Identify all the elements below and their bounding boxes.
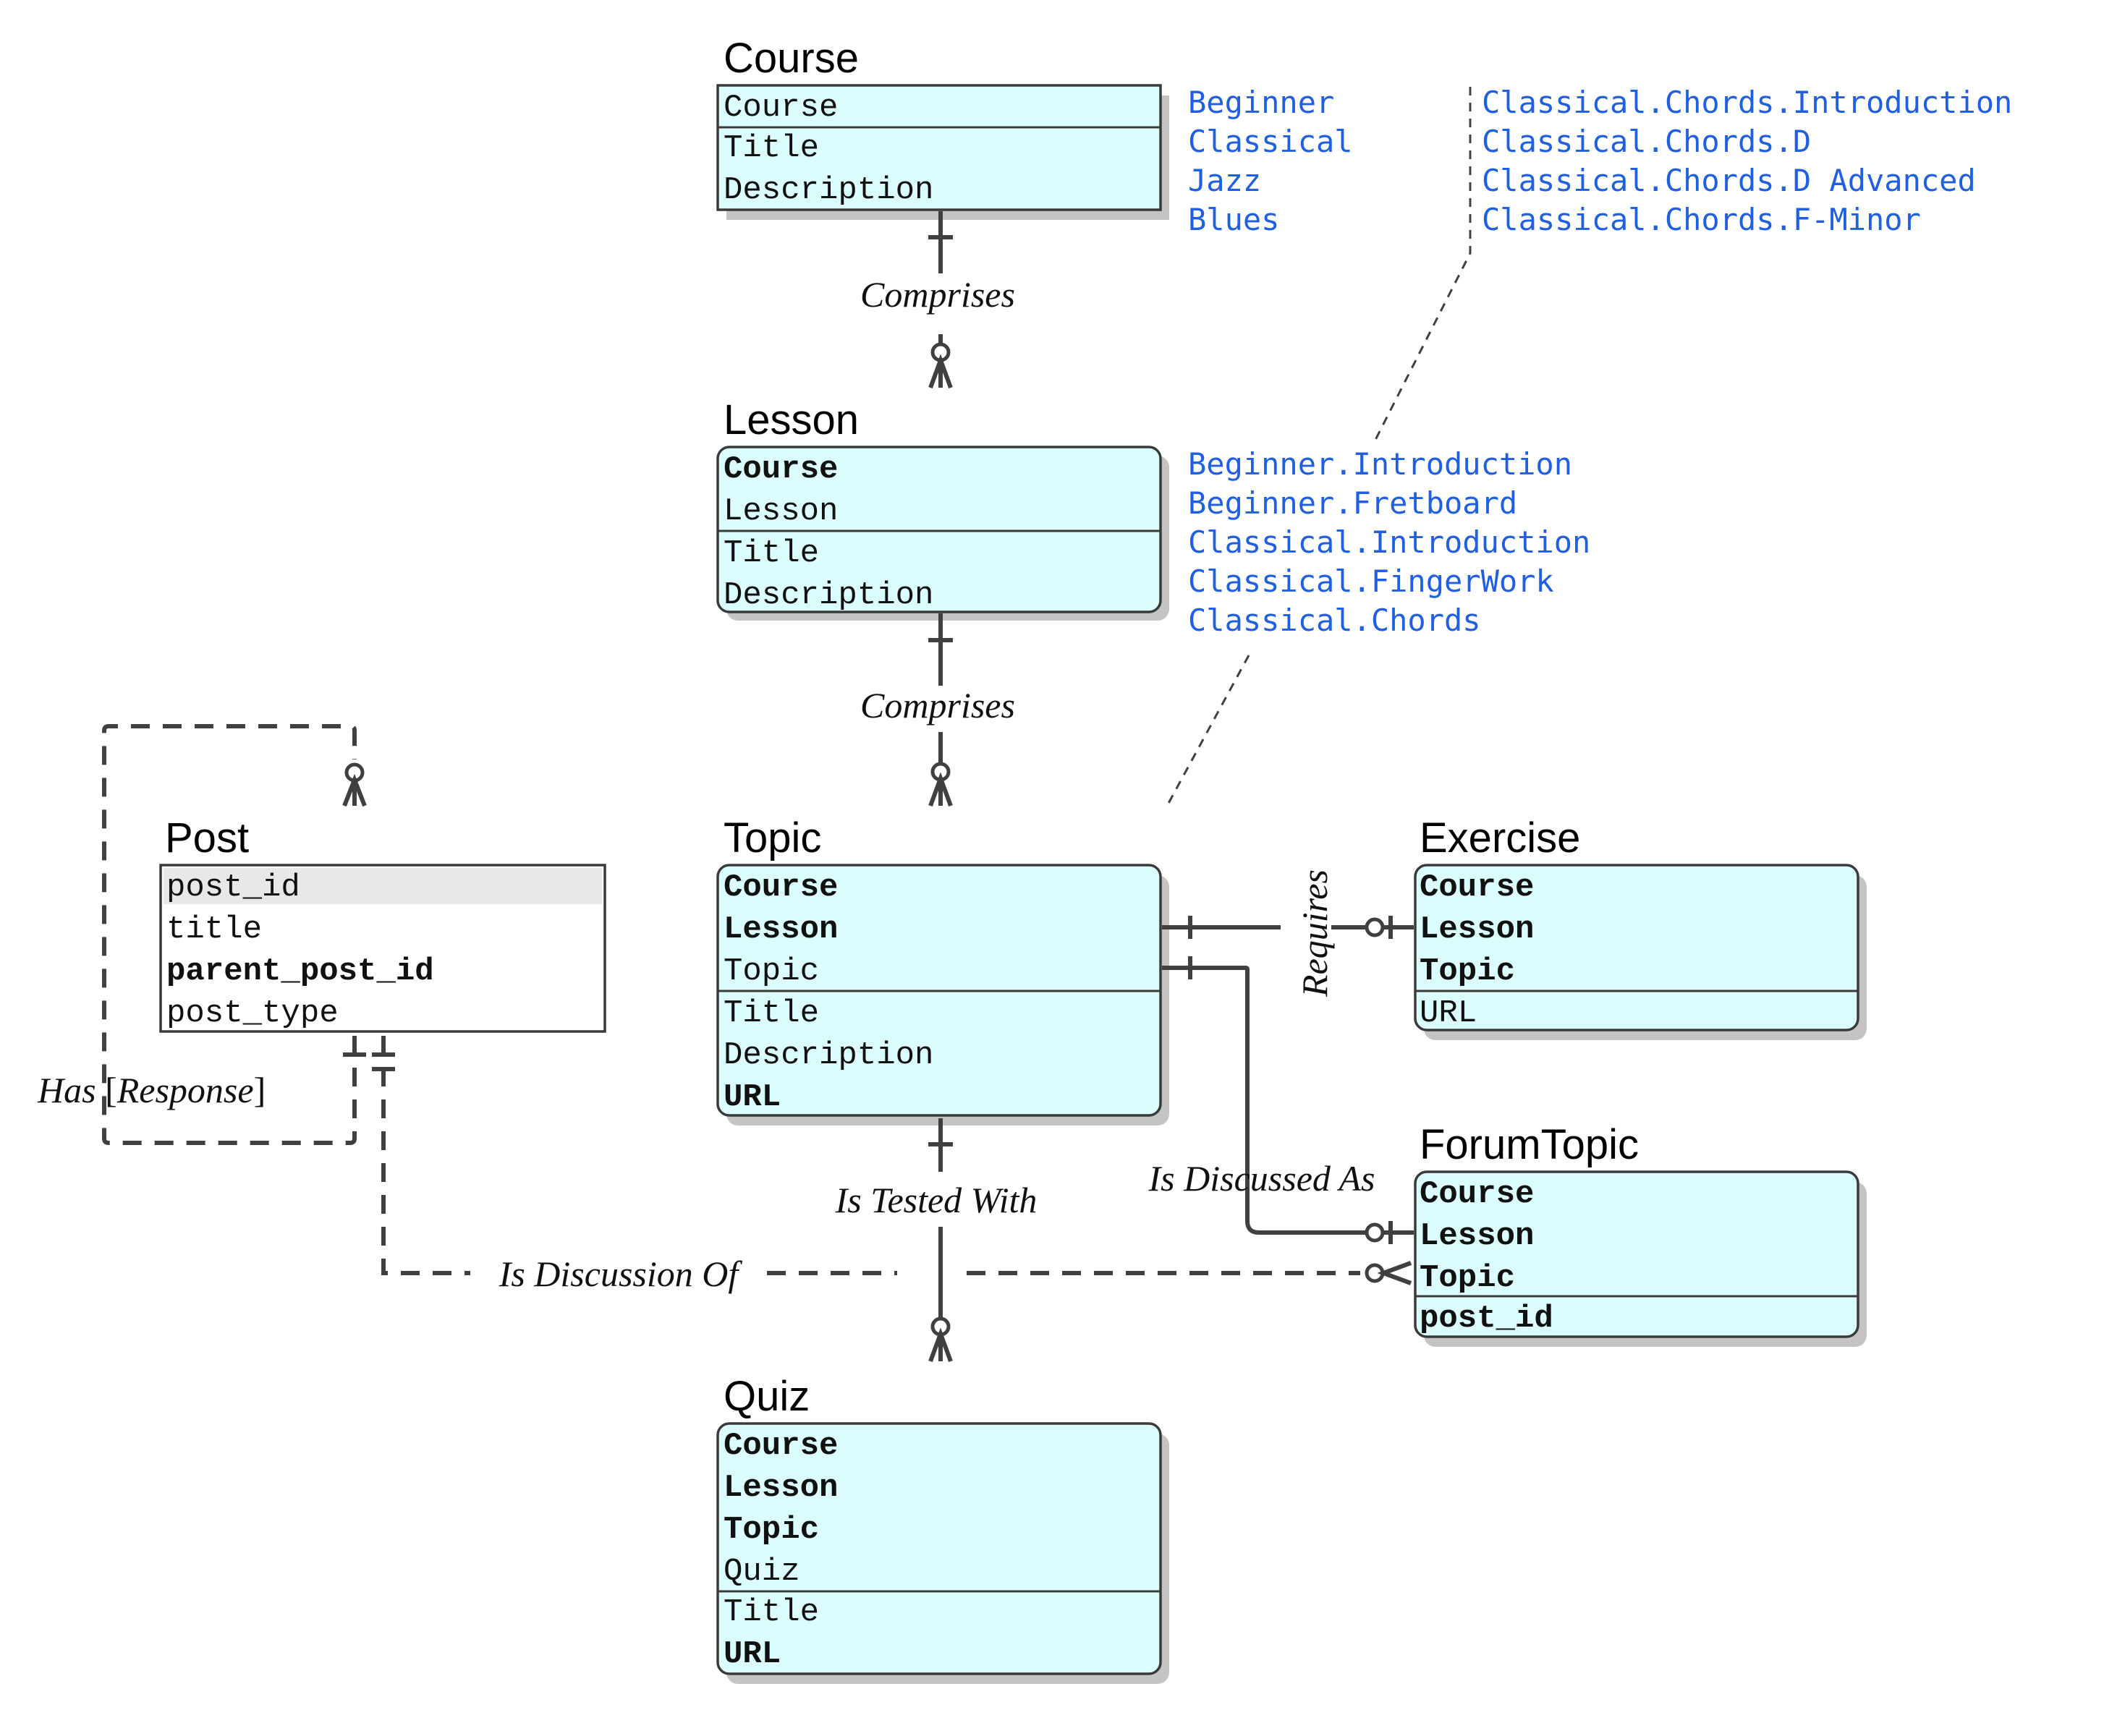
entity-title: Course <box>724 35 859 82</box>
note-lesson-examples: Beginner.Introduction Beginner.Fretboard… <box>1188 446 1590 638</box>
key-attribute: Course <box>724 1428 838 1464</box>
svg-text:Beginner: Beginner <box>1188 85 1334 120</box>
attribute: URL <box>724 1636 781 1672</box>
key-attribute: Course <box>1420 1176 1534 1212</box>
entity-title: Topic <box>724 814 821 861</box>
svg-text:Classical.Chords.Introduction: Classical.Chords.Introduction <box>1482 85 2012 120</box>
attribute: Title <box>724 1594 819 1630</box>
key-attribute: Lesson <box>1420 911 1534 948</box>
rel-label-course-lesson: Comprises <box>860 274 1015 315</box>
entity-title: Post <box>165 814 249 861</box>
rel-label-topic-forumtopic: Is Discussed As <box>1148 1158 1375 1199</box>
svg-text:Classical: Classical <box>1188 124 1353 159</box>
rel-label-post-self: Has [Response] <box>37 1070 266 1110</box>
key-attribute: Topic <box>724 953 819 990</box>
svg-text:Classical.Chords.D Advanced: Classical.Chords.D Advanced <box>1482 163 1976 198</box>
note-topic-examples: Classical.Chords.Introduction Classical.… <box>1482 85 2012 237</box>
rel-label-post-forumtopic: Is Discussion Of <box>499 1254 743 1294</box>
svg-text:Classical.Chords.D: Classical.Chords.D <box>1482 124 1811 159</box>
entity-post[interactable]: Post post_id title parent_post_id post_t… <box>159 814 606 1033</box>
svg-text:Classical.Chords.F-Minor: Classical.Chords.F-Minor <box>1482 202 1921 237</box>
key-attribute: Lesson <box>1420 1218 1534 1254</box>
entity-title: Quiz <box>724 1373 810 1420</box>
svg-text:Classical.Introduction: Classical.Introduction <box>1188 524 1590 560</box>
key-attribute: Lesson <box>724 911 838 948</box>
post-self-line <box>102 724 357 1145</box>
entity-exercise[interactable]: Exercise Course Lesson Topic URL <box>1414 814 1859 1031</box>
attribute: URL <box>1420 995 1477 1031</box>
topic-forumtopic-line <box>1162 966 1414 1235</box>
attribute: Title <box>724 995 819 1031</box>
attribute: post_id <box>1420 1301 1553 1337</box>
entity-title: ForumTopic <box>1420 1121 1639 1168</box>
attribute: Title <box>724 535 819 571</box>
key-attribute: Topic <box>1420 953 1515 990</box>
entity-title: Exercise <box>1420 814 1580 861</box>
rel-label-topic-quiz: Is Tested With <box>835 1180 1038 1220</box>
key-attribute: Course <box>724 451 838 488</box>
entity-title: Lesson <box>724 396 859 443</box>
key-attribute: Topic <box>1420 1260 1515 1296</box>
entity-quiz[interactable]: Quiz Course Lesson Topic Quiz Title URL <box>716 1373 1162 1675</box>
key-attribute: post_id <box>166 869 300 906</box>
entity-forumtopic[interactable]: ForumTopic Course Lesson Topic post_id <box>1414 1121 1859 1338</box>
relationship-labels: Comprises Comprises Requires Is Discusse… <box>37 274 1375 1294</box>
attribute: Title <box>724 130 819 166</box>
attribute: URL <box>724 1079 781 1115</box>
key-attribute: Quiz <box>724 1554 800 1590</box>
key-attribute: Course <box>724 90 838 126</box>
attribute: parent_post_id <box>166 953 434 990</box>
svg-text:Beginner.Introduction: Beginner.Introduction <box>1188 446 1572 482</box>
svg-text:Classical.Chords: Classical.Chords <box>1188 603 1481 638</box>
attribute: title <box>166 911 262 948</box>
attribute: Description <box>724 172 933 208</box>
svg-text:Jazz: Jazz <box>1188 163 1261 198</box>
key-attribute: Lesson <box>724 493 838 529</box>
key-attribute: Topic <box>724 1512 819 1548</box>
post-forumtopic-line <box>381 1036 470 1275</box>
entity-lesson[interactable]: Lesson Course Lesson Title Description <box>716 396 1162 613</box>
entity-course[interactable]: Course Course Title Description <box>716 35 1162 211</box>
attribute: Description <box>724 1037 933 1073</box>
attribute: Description <box>724 577 933 613</box>
key-attribute: Course <box>724 869 838 906</box>
svg-text:Beginner.Fretboard: Beginner.Fretboard <box>1188 485 1517 521</box>
rel-label-lesson-topic: Comprises <box>860 685 1015 726</box>
key-attribute: Course <box>1420 869 1534 906</box>
rel-label-topic-exercise: Requires <box>1294 869 1335 997</box>
note-connector <box>1373 87 1472 442</box>
attribute: post_type <box>166 995 339 1031</box>
relationship-lines <box>102 87 1472 1363</box>
entity-topic[interactable]: Topic Course Lesson Topic Title Descript… <box>716 814 1162 1117</box>
key-attribute: Lesson <box>724 1470 838 1506</box>
note-course-examples: Beginner Classical Jazz Blues <box>1188 85 1353 237</box>
svg-text:Classical.FingerWork: Classical.FingerWork <box>1188 563 1554 599</box>
svg-text:Blues: Blues <box>1188 202 1279 237</box>
